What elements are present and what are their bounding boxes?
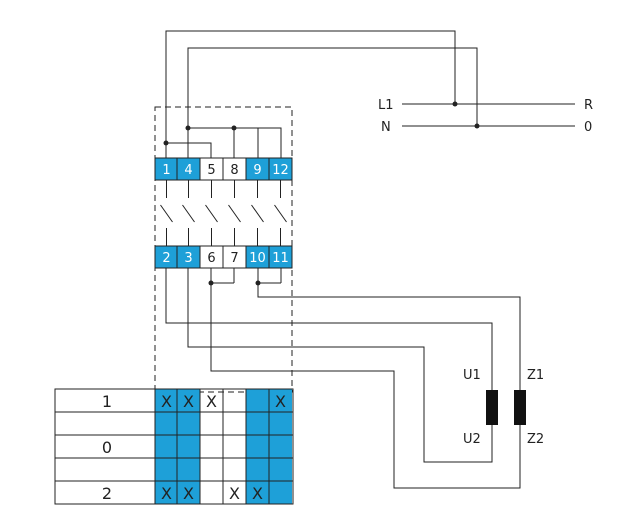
table-contact-mark: X <box>206 392 217 411</box>
wire-l1-to-terminal-1 <box>165 30 456 143</box>
top-terminal-label: 8 <box>230 163 238 178</box>
top-terminal-label: 1 <box>162 163 170 178</box>
contact-blade-4 <box>228 204 241 223</box>
bottom-terminal-label: 10 <box>249 251 266 266</box>
junction-dot-t4 <box>185 125 191 131</box>
table-contact-column <box>177 389 200 504</box>
top-terminal-label: 12 <box>272 163 289 178</box>
contact-blade-6 <box>274 204 287 223</box>
table-position-label: 2 <box>102 484 112 503</box>
bottom-terminal-label: 11 <box>272 251 289 266</box>
bridge-1-5 <box>166 142 212 158</box>
contact-blade-5 <box>251 204 264 223</box>
table-contact-mark: X <box>183 484 194 503</box>
wire-t2-to-u1 <box>165 268 493 390</box>
contact-blade-2 <box>182 204 195 223</box>
bottom-terminal-label: 3 <box>184 251 192 266</box>
switch-contacts <box>160 180 287 246</box>
top-terminal-label: 5 <box>207 163 215 178</box>
junction-dot-t8 <box>231 125 237 131</box>
table-contact-column <box>246 389 269 504</box>
junction-dot-t1 <box>163 140 169 146</box>
neutral-line-label: N <box>381 120 391 135</box>
table-contact-mark: X <box>183 392 194 411</box>
wire-t3-to-u2 <box>187 268 493 463</box>
bottom-terminal-label: 6 <box>207 251 215 266</box>
bridge-8-12 <box>234 127 282 158</box>
table-contact-mark: X <box>161 392 172 411</box>
winding-z2-label: Z2 <box>527 432 544 447</box>
bottom-terminal-label: 7 <box>230 251 238 266</box>
top-terminal-label: 4 <box>184 163 192 178</box>
wire-n-to-terminal-4 <box>187 47 478 143</box>
supply-line-label: L1 <box>378 98 394 113</box>
top-terminal-label: 9 <box>253 163 261 178</box>
neutral-line-end-label: 0 <box>584 120 592 135</box>
table-contact-mark: X <box>229 484 240 503</box>
table-frame <box>54 388 294 505</box>
winding-u2-label: U2 <box>463 432 481 447</box>
contact-blade-3 <box>205 204 218 223</box>
winding-z <box>514 390 526 425</box>
winding-z1-label: Z1 <box>527 368 544 383</box>
supply-line-end-label: R <box>584 98 593 113</box>
table-position-label: 0 <box>102 438 112 457</box>
bottom-terminal-label: 2 <box>162 251 170 266</box>
winding-u1-label: U1 <box>463 368 481 383</box>
table-contact-mark: X <box>252 484 263 503</box>
table-contact-column <box>269 389 292 504</box>
table-position-label: 1 <box>102 392 112 411</box>
table-contact-mark: X <box>161 484 172 503</box>
contact-blade-1 <box>160 204 173 223</box>
wire-t6-to-z2 <box>210 283 521 489</box>
wire-t10-to-z1 <box>257 283 521 390</box>
table-contact-mark: X <box>275 392 286 411</box>
table-contact-column <box>155 389 178 504</box>
winding-u <box>486 390 498 425</box>
